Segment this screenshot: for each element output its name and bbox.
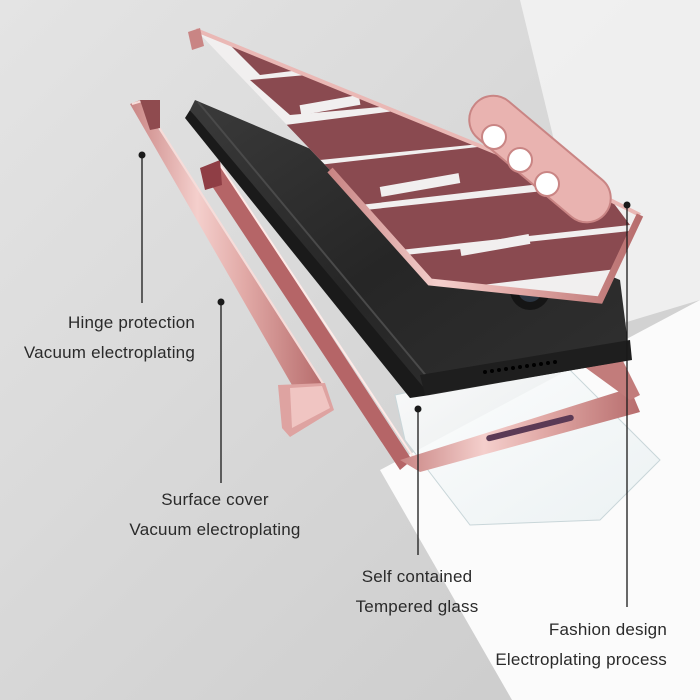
leader-tempered-glass	[414, 405, 422, 555]
surface-cover-frame	[200, 160, 640, 472]
callout-subtitle: Tempered glass	[355, 597, 479, 616]
speaker-grille	[483, 360, 557, 374]
callout-tempered-glass: Self contained Tempered glass	[336, 562, 498, 622]
callout-subtitle: Vacuum electroplating	[129, 520, 301, 539]
leader-hinge-protection	[138, 151, 146, 303]
camera-ring	[468, 94, 612, 224]
hinge-protection-part	[130, 99, 334, 437]
callout-title: Hinge protection	[68, 313, 195, 332]
callout-subtitle: Vacuum electroplating	[23, 343, 195, 362]
callout-title: Self contained	[361, 567, 473, 586]
callout-subtitle: Electroplating process	[495, 650, 667, 669]
callout-title: Surface cover	[161, 490, 269, 509]
callout-hinge-protection: Hinge protection Vacuum electroplating	[24, 308, 195, 368]
callout-fashion-design: Fashion design Electroplating process	[495, 615, 667, 675]
callout-title: Fashion design	[548, 620, 667, 639]
leader-surface-cover	[217, 298, 225, 483]
callout-surface-cover: Surface cover Vacuum electroplating	[115, 485, 315, 545]
leader-fashion-design	[623, 201, 631, 607]
